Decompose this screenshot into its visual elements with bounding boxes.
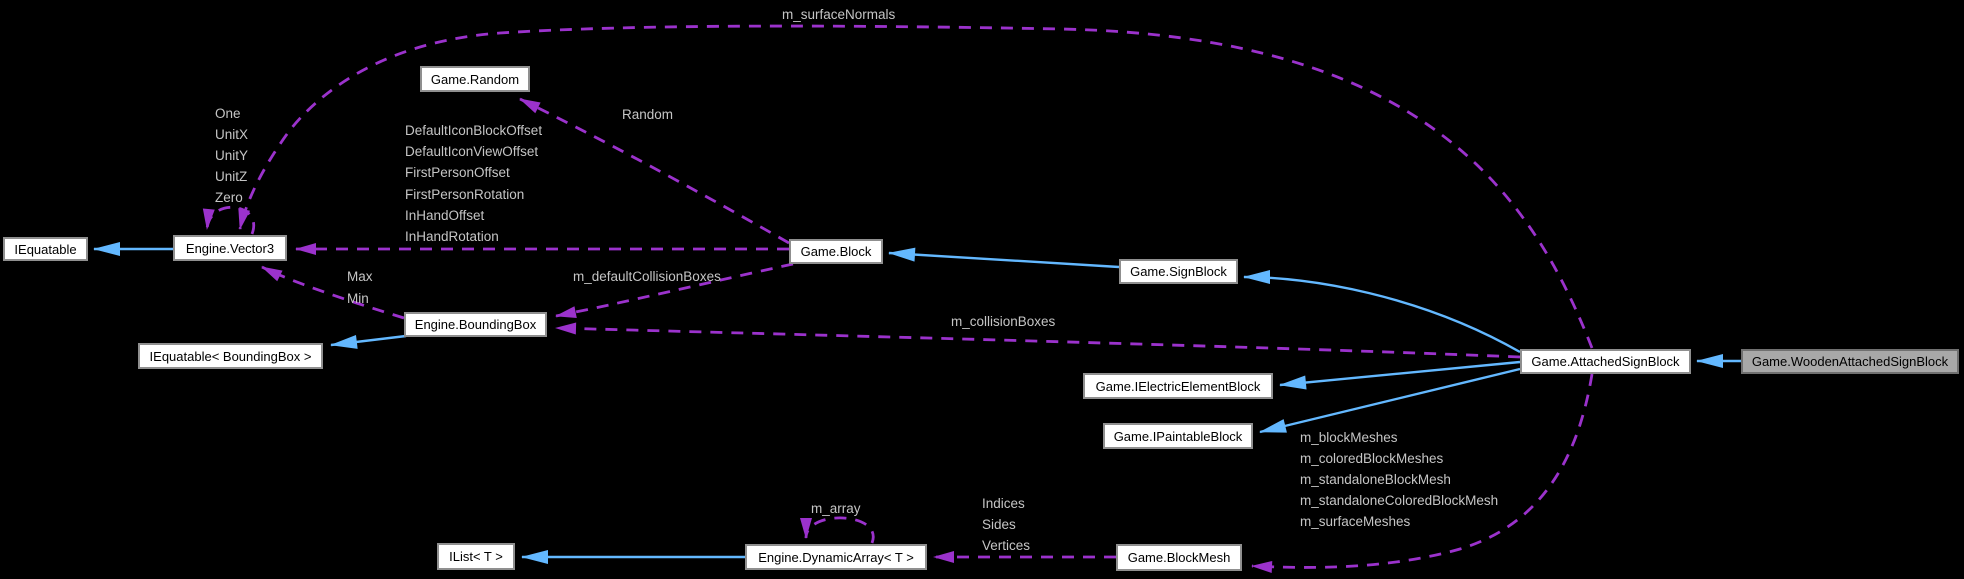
edge-label-m-standalonecoloredblockmesh: m_standaloneColoredBlockMesh (1300, 493, 1499, 508)
edge-inherit-attachedsignblock-signblock (1243, 270, 1521, 354)
edge-usage-dynamicarray-self-loop (800, 516, 875, 544)
edge-label-m-defaultcollisionboxes: m_defaultCollisionBoxes (573, 269, 721, 284)
edge-label-inhandoffset: InHandOffset (405, 208, 485, 223)
node-game-woodenattachedsignblock: Game.WoodenAttachedSignBlock (1741, 349, 1959, 374)
node-iequatable-boundingbox[interactable]: IEquatable< BoundingBox > (138, 343, 323, 369)
edge-label-m-surfacenormals: m_surfaceNormals (782, 7, 896, 22)
edge-usage-boundingbox-vector3-maxmin (261, 265, 405, 320)
edge-label-max: Max (347, 269, 373, 284)
edge-label-m-coloredblockmeshes: m_coloredBlockMeshes (1300, 451, 1444, 466)
edge-label-m-blockmeshes: m_blockMeshes (1300, 430, 1398, 445)
edge-usage-attachedsignblock-boundingbox-collisionboxes (555, 322, 1521, 359)
edge-usage-attachedsignblock-blockmesh (1251, 373, 1594, 573)
edge-label-firstpersonoffset: FirstPersonOffset (405, 165, 510, 180)
node-game-block[interactable]: Game.Block (789, 239, 883, 264)
node-game-blockmesh[interactable]: Game.BlockMesh (1116, 544, 1242, 571)
edge-label-m-collisionboxes: m_collisionBoxes (951, 314, 1056, 329)
edge-label-vector3-static-unitz: UnitZ (215, 169, 248, 184)
node-iequatable[interactable]: IEquatable (3, 237, 88, 261)
node-engine-vector3[interactable]: Engine.Vector3 (173, 235, 287, 261)
edge-label-random: Random (622, 107, 674, 122)
node-game-attachedsignblock[interactable]: Game.AttachedSignBlock (1520, 349, 1691, 374)
edge-label-vector3-static-one: One (215, 106, 241, 121)
edge-label-sides: Sides (982, 517, 1016, 532)
edge-label-inhandrotation: InHandRotation (405, 229, 499, 244)
node-game-random[interactable]: Game.Random (420, 66, 530, 92)
edge-label-defaulticonviewoffset: DefaultIconViewOffset (405, 144, 539, 159)
edge-usage-vector3-self-loop (202, 205, 256, 235)
node-ilist-t[interactable]: IList< T > (437, 543, 515, 570)
node-engine-boundingbox[interactable]: Engine.BoundingBox (404, 312, 547, 337)
node-game-signblock[interactable]: Game.SignBlock (1119, 259, 1238, 284)
edge-label-firstpersonrotation: FirstPersonRotation (405, 187, 525, 202)
edge-label-vertices: Vertices (982, 538, 1031, 553)
edge-label-m-surfacemeshes: m_surfaceMeshes (1300, 514, 1411, 529)
edge-usage-attachedsignblock-vector3-surfacenormals (238, 24, 1594, 349)
node-game-ielectricelementblock[interactable]: Game.IElectricElementBlock (1083, 373, 1273, 399)
edge-inherit-attachedsignblock-ielectricelementblock (1279, 360, 1521, 390)
edge-usage-block-boundingbox-defaultcollisionboxes (555, 262, 794, 319)
edge-label-min: Min (347, 291, 369, 306)
edge-inherit-signblock-block (888, 247, 1120, 269)
edge-inherit-boundingbox-iequatable-boundingbox (330, 334, 407, 349)
edge-label-m-standaloneblockmesh: m_standaloneBlockMesh (1300, 472, 1451, 487)
node-game-ipaintableblock[interactable]: Game.IPaintableBlock (1103, 423, 1253, 449)
node-engine-dynamicarray-t[interactable]: Engine.DynamicArray< T > (745, 544, 927, 570)
edge-usage-block-random (519, 97, 790, 245)
edge-label-defaulticonblockoffset: DefaultIconBlockOffset (405, 123, 543, 138)
edge-label-vector3-static-unitx: UnitX (215, 127, 249, 142)
edge-label-indices: Indices (982, 496, 1025, 511)
edge-inherit-attachedsignblock-ipaintableblock (1259, 367, 1521, 434)
edge-label-vector3-static-unity: UnitY (215, 148, 249, 163)
edge-label-m-array: m_array (811, 501, 861, 516)
edge-label-vector3-static-zero: Zero (215, 190, 243, 205)
